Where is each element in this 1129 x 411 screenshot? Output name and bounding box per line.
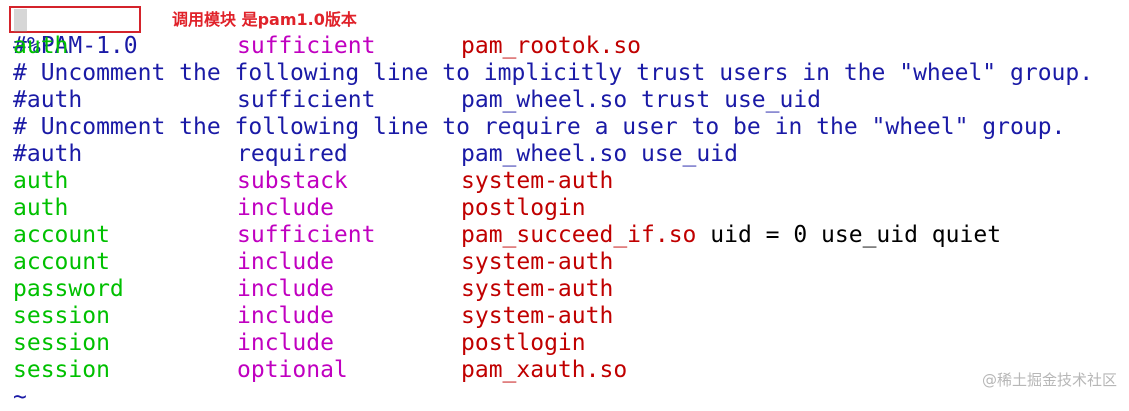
control-flag: include [237,330,334,356]
module-path-group: system-auth [461,249,613,276]
comment-line: # Uncomment the following line to implic… [13,60,1093,87]
module-path: pam_xauth.so [461,357,628,383]
control-flag: include [237,276,334,302]
module-path: system-auth [461,168,614,194]
annotation-highlight-box [9,6,141,33]
config-line: password include system-auth [13,276,613,303]
module-type: #auth [13,87,83,113]
control-flag: substack [237,168,348,194]
config-line: #auth required pam_wheel.so use_uid [13,141,738,168]
module-type: auth [13,195,69,221]
module-path-group: system-auth [461,276,613,303]
config-line: auth substack system-auth [13,168,613,195]
module-path-group: pam_rootok.so [461,33,641,60]
config-line: auth sufficient pam_rootok.so [13,33,641,60]
module-type: auth [13,168,69,194]
module-path: postlogin [461,330,586,356]
module-type: session [13,357,110,383]
module-path-group: pam_wheel.so use_uid [461,141,738,168]
module-type: #auth [13,141,83,167]
control-flag: sufficient [237,222,376,248]
module-type: session [13,330,110,356]
module-type: auth [13,33,69,59]
control-flag: include [237,195,334,221]
config-line: #auth sufficient pam_wheel.so trust use_ui… [13,87,821,114]
module-type: session [13,303,110,329]
comment-text: # Uncomment the following line to requir… [13,114,1066,140]
module-path: postlogin [461,195,586,221]
control-flag: optional [237,357,348,383]
module-path: pam_wheel.so trust use_uid [461,87,822,113]
module-path-group: postlogin [461,330,586,357]
module-arguments: uid = 0 use_uid quiet [696,222,1002,248]
comment-line: # Uncomment the following line to requir… [13,114,1065,141]
module-type: account [13,249,110,275]
module-path: system-auth [461,276,614,302]
module-path: system-auth [461,303,614,329]
text-cursor [14,9,27,32]
config-line: account include system-auth [13,249,613,276]
module-path: pam_wheel.so use_uid [461,141,738,167]
module-path-group: postlogin [461,195,586,222]
annotation-note: 调用模块 是pam1.0版本 [172,10,357,29]
config-line: session include system-auth [13,303,613,330]
empty-buffer-tilde: ~ [13,384,27,410]
config-line: session include postlogin [13,330,586,357]
module-type: account [13,222,110,248]
config-line: account sufficient pam_succeed_if.so uid =… [13,222,1001,249]
module-path: pam_succeed_if.so [461,222,697,248]
module-path-group: system-auth [461,303,613,330]
module-path: system-auth [461,249,614,275]
module-path-group: pam_xauth.so [461,357,627,384]
module-path-group: pam_succeed_if.so uid = 0 use_uid quiet [461,222,1001,249]
control-flag: include [237,303,334,329]
control-flag: sufficient [237,87,376,113]
config-line: auth include postlogin [13,195,586,222]
header-line: #%PAM-1.0 [13,6,138,59]
module-type: password [13,276,124,302]
control-flag: required [237,141,348,167]
module-path-group: system-auth [461,168,613,195]
control-flag: include [237,249,334,275]
module-path-group: pam_wheel.so trust use_uid [461,87,821,114]
module-path: pam_rootok.so [461,33,642,59]
config-line: session optional pam_xauth.so [13,357,627,384]
comment-text: # Uncomment the following line to implic… [13,60,1094,86]
watermark: @稀土掘金技术社区 [981,371,1117,389]
control-flag: sufficient [237,33,376,59]
header-comment: #%PAM-1.0 [13,33,138,59]
